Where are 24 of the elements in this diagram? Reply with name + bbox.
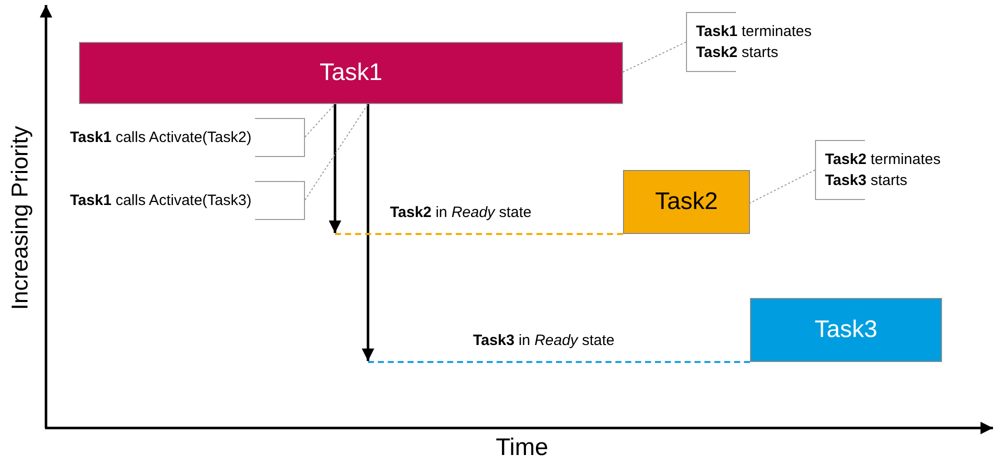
task-bar [623,170,750,234]
dashed-line [368,361,750,363]
state-label: Task2 in Ready state [390,204,532,221]
task-label: Task2 [655,188,718,216]
state-label: Task3 in Ready state [473,332,614,349]
arrow [362,104,374,361]
task-bar [750,298,942,362]
callout-text: Task3 starts [825,171,908,191]
callout-text: Task2 starts [696,43,778,63]
axis-title: Time [496,434,548,461]
callout-text: Task2 terminates [825,150,941,170]
dashed-line [335,233,623,235]
arrow [328,104,342,233]
leader-line [622,42,686,72]
axis-title: Increasing Priority [6,126,34,310]
callout-text: Task1 terminates [696,22,812,42]
callout-text: Task1 calls Activate(Task2) [70,128,252,148]
task-label: Task1 [320,59,382,87]
task-label: Task3 [814,316,878,344]
leader-line [750,170,816,204]
leader-line [304,104,368,200]
leader-line [304,104,336,138]
callout-text: Task1 calls Activate(Task3) [70,191,252,211]
task-bar [79,42,623,104]
